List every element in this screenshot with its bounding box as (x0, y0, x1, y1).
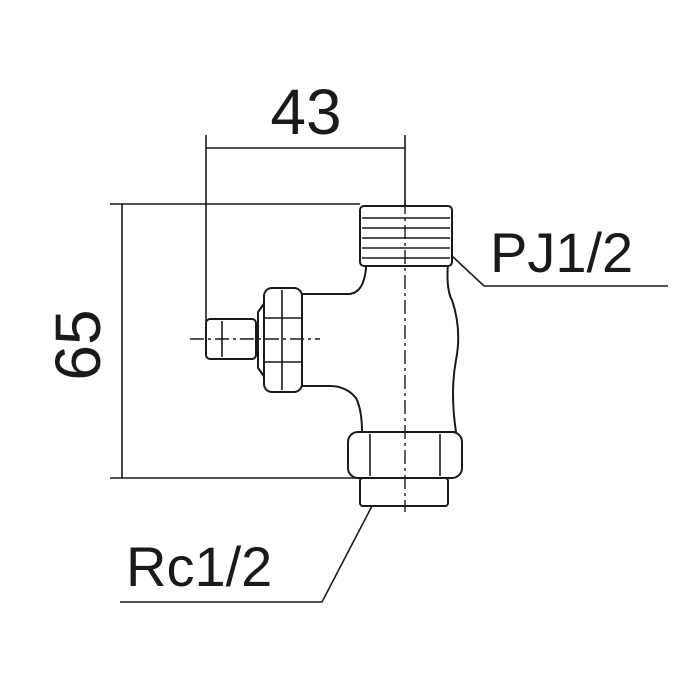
bottom-thread-label: Rc1/2 (126, 535, 272, 598)
valve-body (205, 205, 463, 507)
bottom-socket (359, 477, 449, 507)
top-thread-label: PJ1/2 (490, 221, 633, 284)
height-dimension-label: 65 (42, 309, 114, 380)
spout-tip (205, 318, 257, 360)
top-callout-leader (451, 255, 668, 287)
height-dimension: 65 (42, 203, 360, 479)
top-thread (359, 205, 453, 267)
top-thread-callout: PJ1/2 (451, 221, 668, 287)
width-dimension-label: 43 (270, 76, 341, 148)
valve-main-body (301, 261, 460, 433)
side-nut-outer (263, 287, 303, 393)
bottom-callout-leader (120, 505, 373, 603)
bottom-thread-callout: Rc1/2 (120, 505, 373, 603)
width-dimension: 43 (205, 76, 406, 322)
